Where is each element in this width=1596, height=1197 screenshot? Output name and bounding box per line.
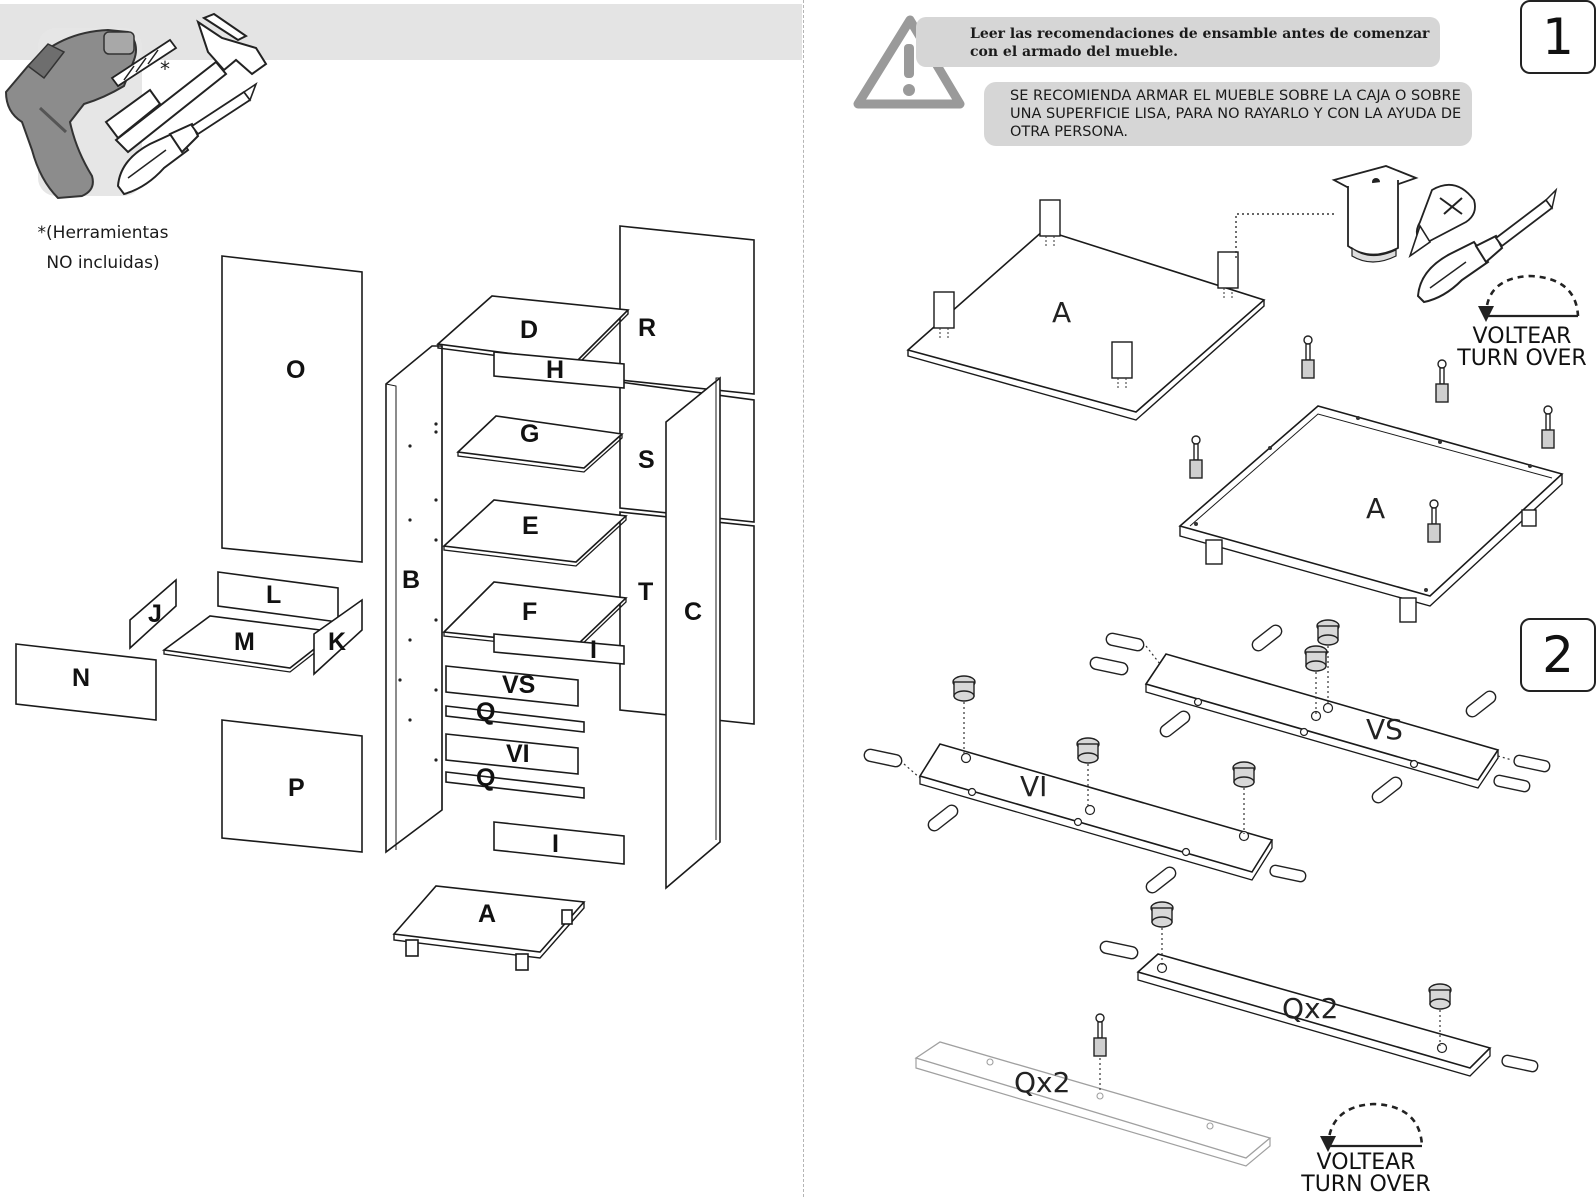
step-number-2: 2: [1520, 618, 1596, 692]
step2-rail-vs: [1144, 653, 1500, 789]
tools-not-included-note: *(Herramientas NO incluidas): [28, 218, 178, 278]
rail-vi: [445, 733, 579, 775]
step2-rail-vi: [918, 743, 1274, 881]
side-b-holes: [398, 422, 438, 762]
label-j: J: [148, 600, 162, 628]
drawer-side-k: [313, 598, 363, 676]
label-q-upper: Q: [476, 698, 495, 726]
parts-overview-page: * O R: [0, 4, 802, 971]
tools-asterisk: *: [160, 57, 170, 81]
warning-body-box: SE RECOMIENDA ARMAR EL MUEBLE SOBRE LA C…: [984, 82, 1472, 146]
strip-q-lower: [445, 771, 585, 799]
label-q-lower: Q: [476, 764, 495, 792]
label-p: P: [288, 774, 305, 802]
label-a: A: [478, 900, 496, 928]
base-a: [392, 885, 586, 971]
step2-turn-over: TURN OVER: [1301, 1172, 1431, 1197]
hammer-icon: [104, 12, 268, 154]
label-g: G: [520, 420, 539, 448]
turn-over-arrow-icon: [1478, 274, 1580, 322]
drawer-front-n: [15, 643, 157, 721]
warning-body-text: SE RECOMIENDA ARMAR EL MUEBLE SOBRE LA C…: [1010, 88, 1462, 140]
step-number-1: 1: [1520, 0, 1596, 74]
step2-label-vi: VI: [1020, 770, 1047, 803]
drill-bit-icon: [110, 38, 178, 88]
step2-label-q-lower: Qx2: [1014, 1066, 1070, 1099]
label-n: N: [72, 664, 90, 692]
step2-guides: [903, 645, 1513, 1090]
label-f: F: [522, 598, 537, 626]
cam-lock-icons: [952, 619, 1452, 1010]
label-d: D: [520, 316, 538, 344]
step1-turn-over-label: VOLTEAR TURN OVER: [1454, 326, 1590, 370]
dowel-icons: [863, 624, 1551, 1073]
rail-vs: [445, 665, 579, 707]
step1-screwdriver-icon: [1416, 187, 1558, 304]
step2-voltear: VOLTEAR: [1316, 1150, 1416, 1175]
label-i-lower: I: [552, 830, 559, 858]
warning-heading-box: Leer las recomendaciones de ensamble ant…: [916, 17, 1440, 67]
step2-cam-bolt-icon: [1093, 1013, 1107, 1057]
label-l: L: [266, 581, 281, 609]
drawer-side-j: [129, 578, 177, 650]
step1-panel-a-lower: [1178, 405, 1564, 623]
page-fold-divider: [803, 0, 804, 1197]
assembly-steps-page: A: [806, 0, 1596, 1197]
tools-note-line1: *(Herramientas: [37, 223, 169, 243]
step1-panel-a-upper: [906, 199, 1266, 421]
step2-label-vs: VS: [1366, 713, 1403, 746]
panel-o: [221, 255, 363, 563]
rail-i-upper: [493, 633, 625, 665]
parts-diagram: * O R: [4, 12, 755, 971]
step1-turn-over: TURN OVER: [1457, 346, 1587, 371]
rail-i-lower: [493, 821, 625, 865]
step2-label-q-upper: Qx2: [1282, 992, 1338, 1025]
drill-icon: [4, 28, 137, 200]
label-e: E: [522, 512, 539, 540]
assembly-diagram: A: [853, 15, 1580, 1167]
label-t: T: [638, 578, 653, 606]
panel-b: [385, 345, 443, 854]
step2-rail-q-lower: [914, 1041, 1272, 1167]
rail-h: [493, 351, 625, 389]
strip-q-upper: [445, 705, 585, 733]
step2-turn-over-label: VOLTEAR TURN OVER: [1296, 1152, 1436, 1196]
warning-heading-text: Leer las recomendaciones de ensamble ant…: [970, 26, 1430, 60]
label-vi: VI: [506, 740, 530, 768]
panel-p: [221, 719, 363, 853]
turn-over-arrow-icon-2: [1320, 1102, 1424, 1152]
leg-icon: [1331, 165, 1419, 263]
label-b: B: [402, 566, 420, 594]
label-s: S: [638, 446, 655, 474]
panel-r: [619, 225, 755, 395]
step1-label-a-upper: A: [1052, 296, 1071, 329]
label-h: H: [546, 356, 564, 384]
label-r: R: [638, 314, 656, 342]
label-c: C: [684, 598, 702, 626]
label-k: K: [328, 628, 346, 656]
panel-c: [665, 376, 721, 890]
tools-note-line2: NO incluidas): [46, 253, 160, 273]
label-i-upper: I: [590, 636, 597, 664]
step1-voltear: VOLTEAR: [1472, 324, 1572, 349]
screwdriver-icon: [116, 81, 258, 196]
screw-icon: [1408, 183, 1476, 259]
label-vs: VS: [502, 671, 535, 699]
label-o: O: [286, 356, 305, 384]
step1-label-a-lower: A: [1366, 492, 1385, 525]
label-m: M: [234, 628, 255, 656]
cam-bolt-icons: [1189, 335, 1555, 543]
